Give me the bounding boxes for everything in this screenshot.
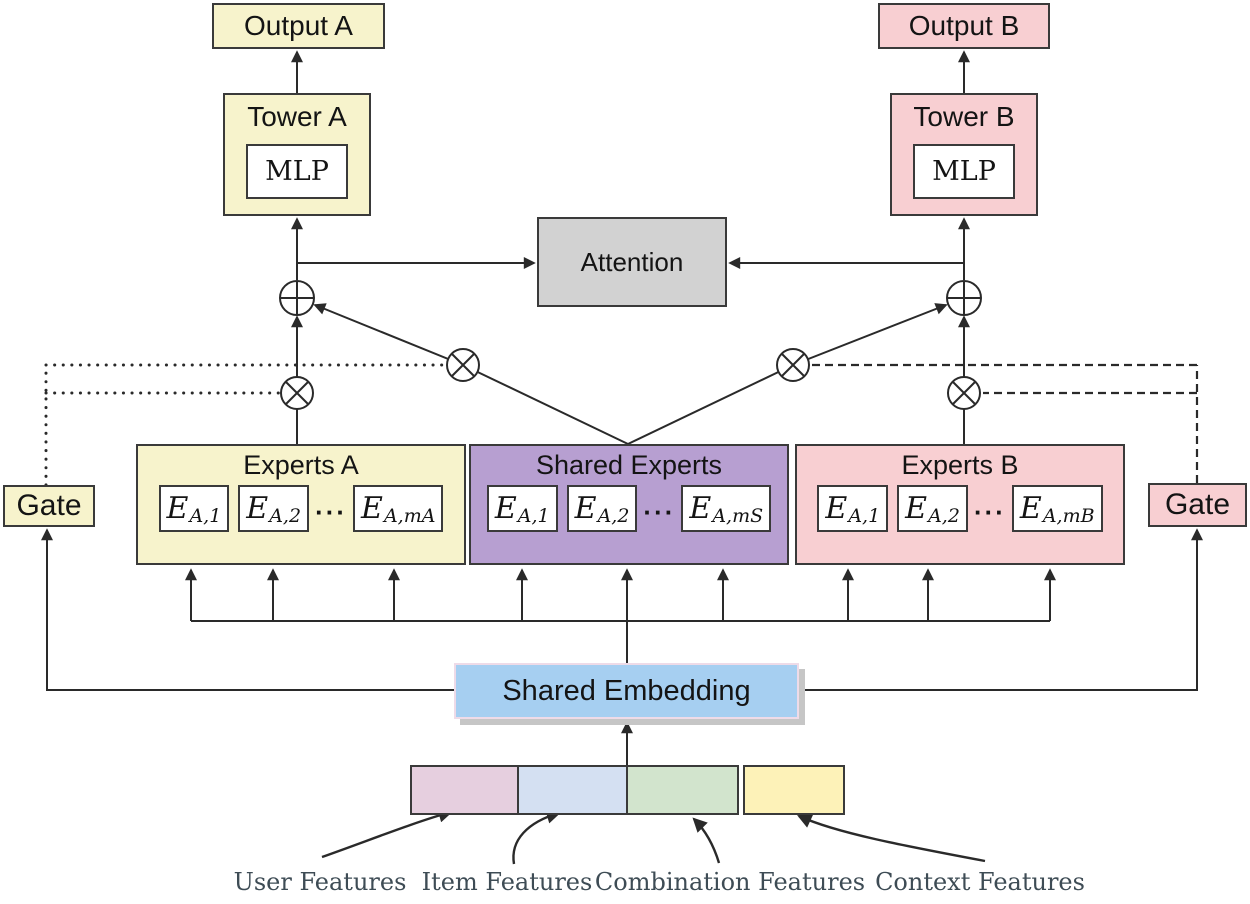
gate-right-box: Gate bbox=[1148, 483, 1247, 527]
tower-b-label: Tower B bbox=[913, 101, 1015, 132]
feature-segment-user bbox=[410, 765, 519, 815]
gate-right-dashed-lines bbox=[811, 363, 1199, 483]
ellipsis: ··· bbox=[973, 497, 1006, 527]
circle-plus-icon-b bbox=[946, 280, 982, 316]
arrow-user-features bbox=[321, 808, 454, 859]
feature-label-item: Item Features bbox=[421, 868, 593, 896]
feature-label-combination: Combination Features bbox=[594, 868, 866, 896]
tower-b-box: Tower B MLP bbox=[890, 93, 1038, 216]
experts-b-title: Experts B bbox=[901, 450, 1019, 480]
attention-box: Attention bbox=[537, 217, 727, 307]
feature-label-context: Context Features bbox=[875, 868, 1085, 896]
arrow-embedding-to-gate-right bbox=[799, 528, 1203, 691]
feature-label-user: User Features bbox=[233, 868, 407, 896]
ellipsis: ··· bbox=[643, 497, 676, 527]
tower-a-mlp-box: MLP bbox=[246, 144, 348, 199]
tower-b-mlp-box: MLP bbox=[913, 144, 1015, 199]
operators bbox=[279, 280, 982, 410]
experts-a-title: Experts A bbox=[243, 450, 359, 480]
output-a-box: Output A bbox=[212, 3, 385, 49]
output-b-box: Output B bbox=[878, 3, 1050, 49]
feature-segment-item bbox=[517, 765, 628, 815]
shared-embedding-box: Shared Embedding bbox=[454, 663, 799, 719]
arrow-combination-features bbox=[692, 817, 721, 864]
arrow-context-features bbox=[797, 814, 986, 863]
circle-times-icon-experts-a bbox=[280, 376, 314, 410]
gate-left-box: Gate bbox=[3, 485, 95, 527]
tower-a-box: Tower A MLP bbox=[223, 93, 371, 216]
feature-segment-combination bbox=[626, 765, 739, 815]
arrow-embedding-to-gate-left bbox=[41, 528, 454, 691]
circle-times-icon-experts-b bbox=[947, 376, 981, 410]
circle-times-icon-shared-left bbox=[446, 348, 480, 382]
ellipsis: ··· bbox=[315, 497, 348, 527]
shared-experts-title: Shared Experts bbox=[535, 450, 723, 480]
solid-connectors bbox=[41, 50, 1203, 865]
gate-left-dotted-lines bbox=[44, 363, 447, 487]
feature-segment-context bbox=[743, 765, 845, 815]
circle-plus-icon-a bbox=[279, 280, 315, 316]
arrow-item-features bbox=[512, 809, 562, 865]
tower-a-label: Tower A bbox=[247, 101, 347, 132]
circle-times-icon-shared-right bbox=[776, 348, 810, 382]
